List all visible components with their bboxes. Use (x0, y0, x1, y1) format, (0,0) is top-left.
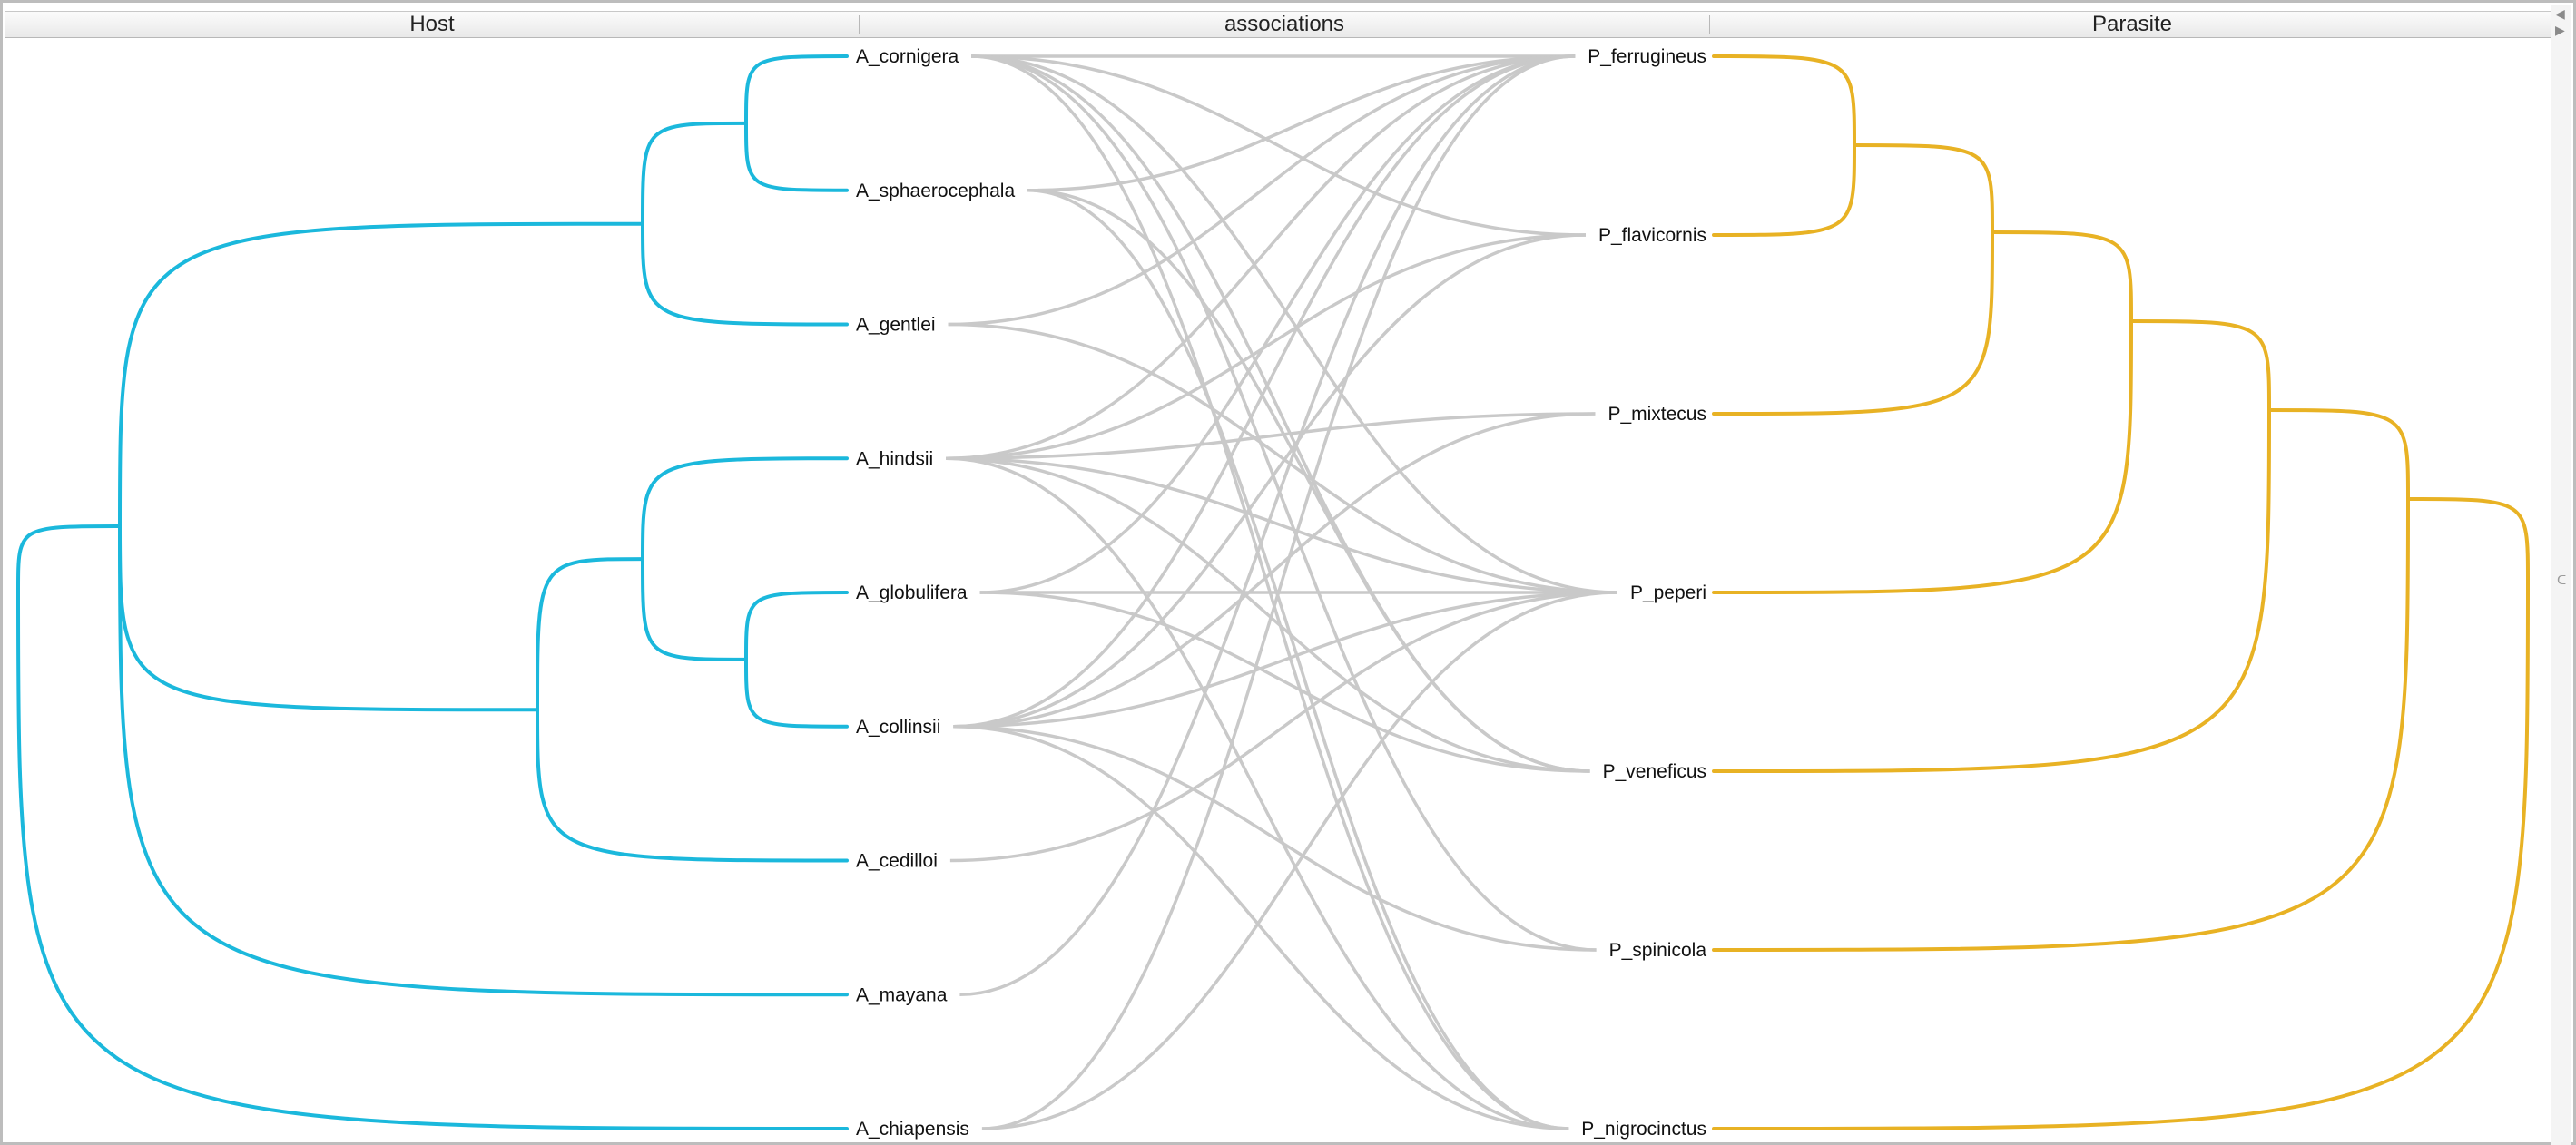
association-link (946, 456, 1617, 594)
association-link (979, 54, 1576, 594)
parasite-label-p-veneficus: P_veneficus (1603, 761, 1706, 782)
association-link (971, 54, 1590, 773)
association-link (946, 233, 1586, 460)
host-label-a-collinsii: A_collinsii (856, 717, 940, 738)
taxon-labels: A_cornigeraA_sphaerocephalaA_gentleiA_hi… (856, 46, 1706, 1140)
association-links (946, 54, 1617, 1130)
parasite-tree-branch (1712, 54, 1856, 147)
parasite-tree-branch (1712, 408, 2271, 773)
column-divider[interactable] (1709, 15, 1710, 34)
host-label-a-hindsii: A_hindsii (856, 448, 933, 469)
association-link (1027, 189, 1569, 1130)
association-link (946, 412, 1596, 460)
scroll-thumb-icon[interactable]: ᑕ (2557, 572, 2567, 587)
host-label-a-sphaerocephala: A_sphaerocephala (856, 181, 1015, 201)
host-tree-branch (536, 708, 849, 863)
parasite-tree-branch (1712, 143, 1856, 237)
association-link (953, 54, 1576, 729)
host-tree-branch (641, 456, 849, 562)
host-tree (16, 54, 849, 1130)
parasite-label-p-spinicola: P_spinicola (1609, 940, 1707, 961)
association-link (953, 725, 1597, 952)
host-tree-branch (744, 121, 849, 192)
parasite-tree-branch (1712, 579, 2530, 1130)
association-link (953, 591, 1617, 729)
host-label-a-cornigera: A_cornigera (856, 46, 959, 67)
association-link (946, 456, 1590, 773)
column-header-associations[interactable]: associations (1224, 12, 1345, 36)
association-link (953, 725, 1569, 1130)
association-link (971, 54, 1597, 952)
parasite-tree-branch (2129, 319, 2271, 412)
association-link (971, 54, 1617, 594)
parasite-label-p-nigrocinctus: P_nigrocinctus (1581, 1119, 1706, 1140)
association-link (948, 54, 1576, 327)
association-link (979, 591, 1590, 773)
host-tree-branch (641, 221, 849, 327)
host-label-a-gentlei: A_gentlei (856, 315, 936, 336)
association-link (946, 456, 1569, 1130)
association-link (953, 412, 1596, 729)
parasite-label-p-ferrugineus: P_ferrugineus (1588, 46, 1706, 67)
association-link (953, 233, 1586, 729)
host-label-a-chiapensis: A_chiapensis (856, 1119, 969, 1140)
host-label-a-cedilloi: A_cedilloi (856, 851, 938, 872)
host-tree-branch (118, 221, 644, 528)
column-header-parasite[interactable]: Parasite (2091, 12, 2173, 36)
host-label-a-globulifera: A_globulifera (856, 582, 968, 603)
parasite-label-p-mixtecus: P_mixtecus (1608, 404, 1706, 425)
host-tree-branch (744, 657, 849, 729)
host-tree-branch (118, 524, 849, 997)
association-link (959, 54, 1576, 996)
column-divider[interactable] (859, 15, 860, 34)
association-link (981, 54, 1576, 1130)
parasite-tree-branch (2267, 408, 2410, 501)
association-link (1027, 189, 1590, 773)
association-link (971, 54, 1586, 237)
host-tree-branch (16, 524, 122, 592)
parasite-tree (1712, 54, 2530, 1130)
column-header-bar: Host associations Parasite (5, 11, 2556, 38)
scroll-up-arrow-icon[interactable]: ◀ (2555, 6, 2565, 21)
parasite-tree-branch (1991, 230, 2133, 323)
association-link (948, 322, 1617, 594)
parasite-tree-branch (1712, 497, 2410, 952)
association-link (949, 591, 1617, 863)
parasite-label-p-flavicornis: P_flavicornis (1598, 225, 1706, 246)
host-tree-branch (641, 557, 748, 661)
host-tree-branch (118, 524, 539, 712)
host-tree-branch (641, 121, 748, 226)
parasite-tree-branch (1712, 230, 1994, 416)
association-link (981, 591, 1617, 1130)
parasite-tree-branch (1853, 143, 1994, 234)
parasite-label-p-peperi: P_peperi (1630, 582, 1706, 603)
host-tree-branch (744, 54, 849, 125)
parasite-tree-branch (1712, 319, 2133, 594)
host-tree-branch (536, 557, 644, 712)
host-tree-branch (744, 591, 849, 661)
host-tree-branch (16, 588, 849, 1130)
association-link (1027, 54, 1576, 192)
association-link (946, 54, 1576, 460)
vertical-scrollbar[interactable]: ◀ ▶ ᑕ (2551, 5, 2571, 1145)
host-label-a-mayana: A_mayana (856, 984, 948, 1005)
parasite-tree-branch (2406, 497, 2530, 582)
column-header-host[interactable]: Host (409, 12, 455, 36)
scroll-down-arrow-icon[interactable]: ▶ (2555, 23, 2565, 37)
